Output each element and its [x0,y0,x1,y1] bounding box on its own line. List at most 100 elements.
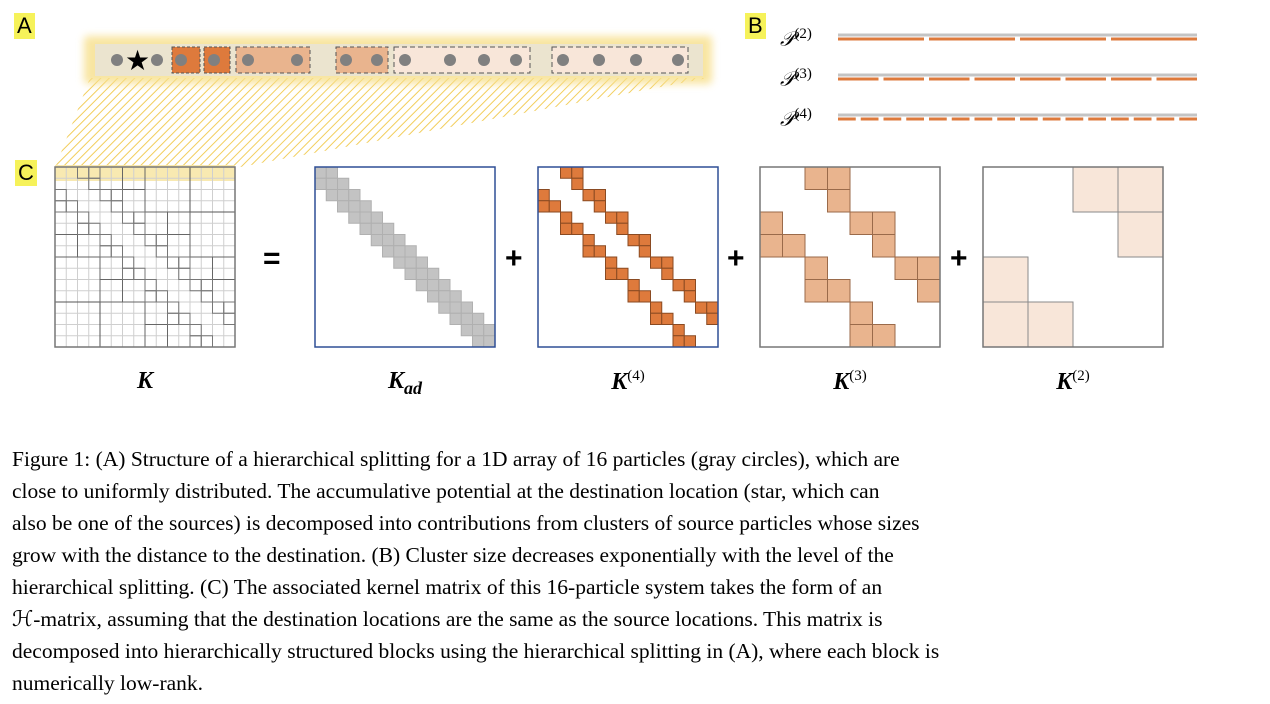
particle [208,54,220,66]
block-outline [178,312,191,325]
level4-cell [537,189,550,202]
panel-label-b: B [745,13,766,39]
level2-block [982,301,1029,348]
adjacent-cell [460,324,473,337]
matrix-superscript: (2) [1072,368,1090,384]
adjacent-cell [370,222,383,235]
panel-b-levels [838,33,1197,121]
level4-cell [683,279,696,292]
adjacent-cell [314,177,327,190]
particle [291,54,303,66]
caption-line: decomposed into hierarchically structure… [12,639,940,663]
adjacent-cell [370,234,383,247]
adjacent-cell [337,189,350,202]
level3-block [827,279,851,303]
level4-cell [616,267,629,280]
level-exponent: (3) [794,66,812,82]
adjacent-cell [438,301,451,314]
adjacent-cell [472,324,485,337]
particle [399,54,411,66]
figure-caption: Figure 1: (A) Structure of a hierarchica… [12,443,1258,699]
level4-cell [571,222,584,235]
block-outline [144,234,157,247]
level4-cell [638,245,651,258]
particle [371,54,383,66]
level3-block [827,189,851,213]
block-outline [167,312,180,325]
matrix-superscript: (4) [627,368,645,384]
level3-block [782,234,806,258]
level3-block [917,279,941,303]
block-outline [133,211,146,224]
block-outline [88,222,101,235]
level4-cell [560,166,573,179]
block-outline [144,290,157,303]
level4-cell [627,290,640,303]
block-outline [65,200,78,213]
block-outline [155,245,168,258]
matrix-frame [54,166,236,348]
particle [672,54,684,66]
adjacent-cell [472,312,485,325]
block-outline [200,279,213,292]
equals-sign: = [263,242,281,275]
level-symbol: 𝒫 [780,28,795,51]
adjacent-cell [460,312,473,325]
block-outline [54,189,67,202]
level4-cell [548,200,561,213]
panel-label-a: A [14,13,35,39]
level4-cell [582,245,595,258]
adjacent-cell [415,256,428,269]
adjacent-cell [393,256,406,269]
panel-c-matrices [54,165,1164,348]
block-outline [144,279,157,292]
level3-block [804,279,828,303]
projection-hatch [55,78,708,168]
block-outline [88,177,101,190]
level2-block [1027,301,1074,348]
adjacent-cell [427,267,440,280]
level4-cell [560,211,573,224]
caption-line: Figure 1: (A) Structure of a hierarchica… [12,447,900,471]
block-outline [189,279,202,292]
adjacent-cell [427,290,440,303]
adjacent-cell [472,335,485,348]
block-outline [155,290,168,303]
level-symbol: 𝒫 [780,108,795,131]
plus-sign-2: + [727,242,745,275]
level4-cell [672,335,685,348]
matrix-subscript: ad [404,377,422,398]
level4-cell [537,200,550,213]
caption-line: grow with the distance to the destinatio… [12,543,894,567]
adjacent-cell [382,245,395,258]
matrix-label-k-ad: Kad [315,368,495,399]
level4-cell [627,279,640,292]
matrix-frame [537,166,719,348]
block-outline [178,267,191,280]
matrix-superscript: (3) [849,368,867,384]
adjacent-cell [404,256,417,269]
level2-block [1117,166,1164,213]
adjacent-cell [393,234,406,247]
level3-block [804,256,828,280]
panel-label-c: C [15,160,37,186]
level3-block [917,256,941,280]
level3-block [759,234,783,258]
matrix-symbol: K [387,368,404,394]
caption-line: ℋ-matrix, assuming that the destination … [12,607,883,631]
matrix-frame [314,166,496,348]
caption-line: close to uniformly distributed. The accu… [12,479,880,503]
caption-line: also be one of the sources) is decompose… [12,511,920,535]
adjacent-cell [382,222,395,235]
adjacent-cell [359,211,372,224]
matrix-frame [982,166,1164,348]
level3-block [827,166,851,190]
level4-cell [571,177,584,190]
level4-cell [695,301,708,314]
block-outline [122,256,135,269]
matrix-symbol: K [1056,369,1073,395]
level4-cell [605,267,618,280]
adjacent-cell [348,189,361,202]
level-symbol: 𝒫 [780,68,795,91]
particle [510,54,522,66]
